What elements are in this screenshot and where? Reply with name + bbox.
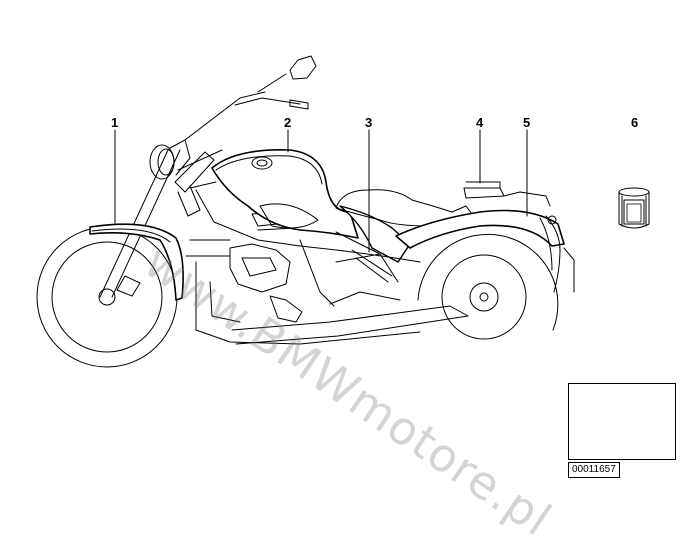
part-6-grommet [618, 187, 650, 229]
reference-number: 00011657 [568, 462, 620, 478]
frame [177, 149, 421, 263]
callout-3: 3 [365, 115, 373, 130]
front-wheel [36, 226, 178, 368]
engine [185, 189, 401, 345]
callout-1: 1 [111, 115, 119, 130]
callout-2: 2 [284, 115, 292, 130]
rear-fender [395, 209, 575, 293]
fuel-tank [211, 149, 359, 239]
leader-lines [114, 129, 528, 253]
front-fender [89, 223, 184, 301]
headlight [149, 139, 191, 180]
callout-4: 4 [476, 115, 484, 130]
thumbnail-frame [568, 383, 676, 460]
callout-5: 5 [523, 115, 531, 130]
rear-wheel [417, 233, 559, 340]
exhaust [231, 305, 469, 345]
seat [335, 181, 551, 227]
callout-6: 6 [631, 115, 639, 130]
handlebar [184, 55, 317, 141]
tank-emblem [251, 156, 273, 170]
parts-diagram: 1 2 3 4 5 6 www.BMWmotore.pl 00011657 [36, 55, 676, 547]
side-panel [339, 205, 411, 283]
